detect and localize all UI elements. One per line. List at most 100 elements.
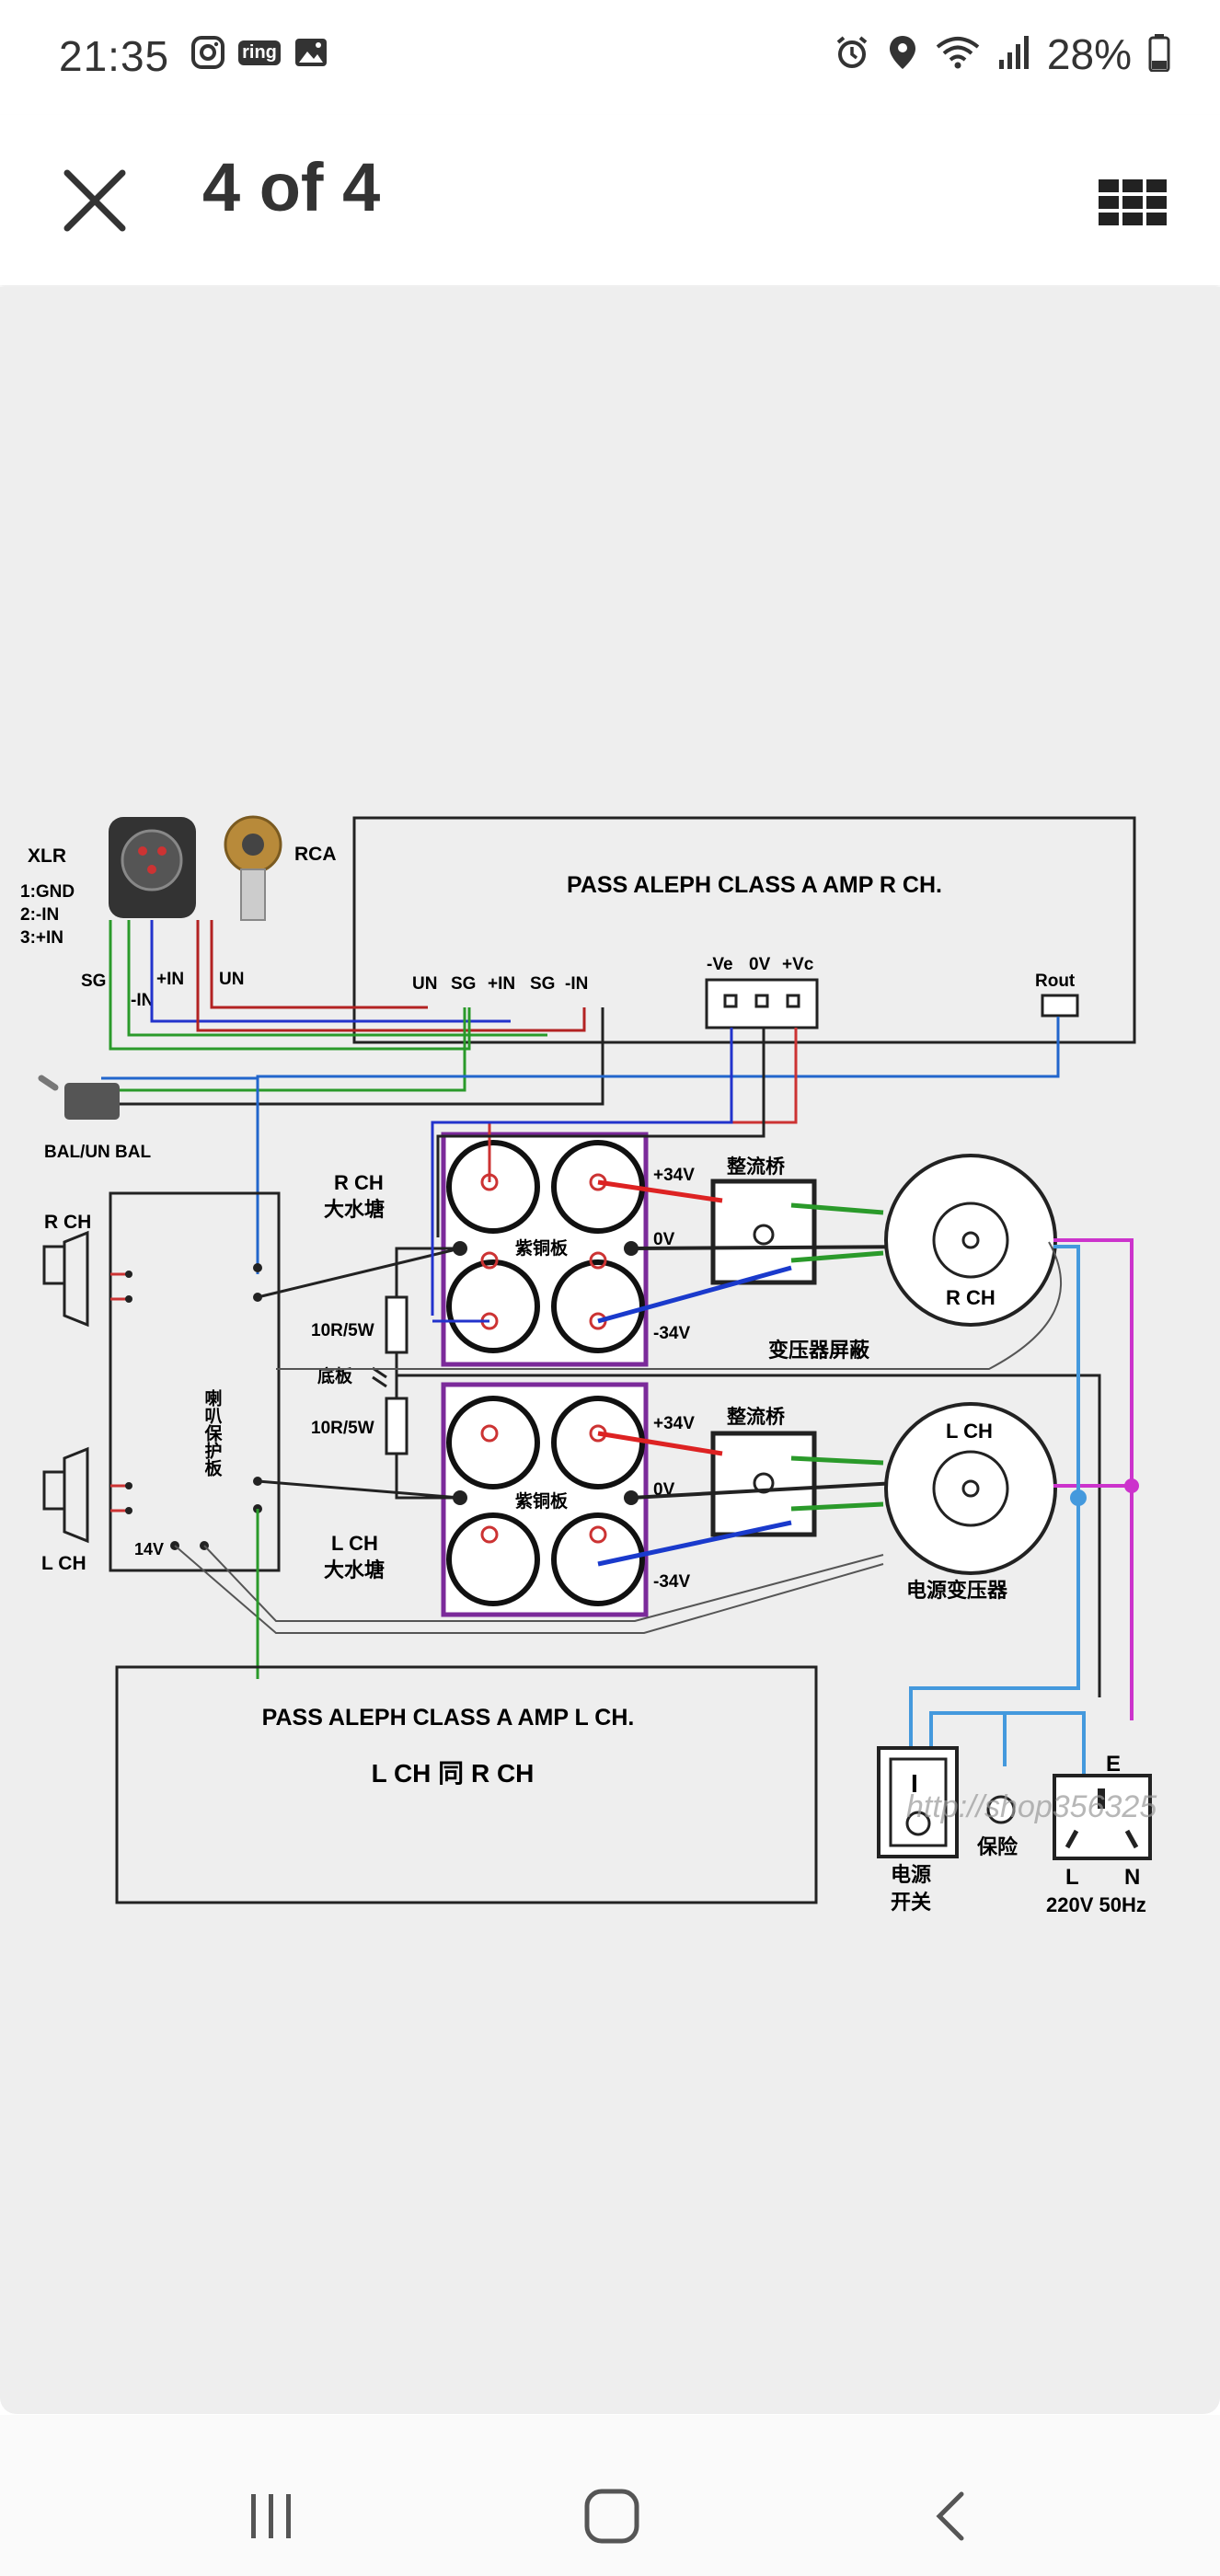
wifi-icon bbox=[935, 34, 981, 75]
l-copper-plate: 紫铜板 bbox=[515, 1490, 569, 1512]
l-cap-label-2: 大水塘 bbox=[324, 1558, 385, 1581]
navigation-bar bbox=[0, 2415, 1220, 2576]
plus-in-label: +IN bbox=[156, 970, 184, 989]
term-ve: -Ve bbox=[707, 955, 733, 974]
speaker-l-icon bbox=[42, 1446, 89, 1544]
amp-r-title: PASS ALEPH CLASS A AMP R CH. bbox=[567, 872, 942, 898]
xlr-connector-icon bbox=[109, 817, 196, 918]
svg-text:I: I bbox=[911, 1769, 918, 1798]
status-time: 21:35 bbox=[59, 32, 170, 80]
term-un: UN bbox=[412, 974, 437, 994]
recents-icon bbox=[251, 2494, 291, 2538]
speaker-l-label: L CH bbox=[41, 1553, 86, 1574]
fuse-label: 保险 bbox=[976, 1835, 1019, 1858]
xlr-pin-1: 1:GND bbox=[20, 882, 75, 902]
amp-l-title: PASS ALEPH CLASS A AMP L CH. bbox=[262, 1705, 635, 1731]
live-label: L bbox=[1065, 1865, 1079, 1890]
l-rectifier bbox=[710, 1431, 817, 1537]
resistor-1-label: 10R/5W bbox=[311, 1321, 374, 1340]
battery-icon bbox=[1148, 33, 1170, 76]
term-vc: +Vc bbox=[782, 955, 814, 974]
fuse bbox=[986, 1795, 1016, 1824]
page-title: 4 of 4 bbox=[202, 149, 381, 225]
ring-icon: ring bbox=[238, 33, 281, 72]
xlr-label: XLR bbox=[28, 845, 66, 867]
resistor-2-label: 10R/5W bbox=[311, 1419, 374, 1438]
grid-view-icon bbox=[1099, 179, 1167, 225]
ring-label: ring bbox=[238, 40, 281, 65]
instagram-icon bbox=[189, 33, 227, 72]
recents-button[interactable] bbox=[221, 2466, 322, 2567]
l-v-plus34: +34V bbox=[653, 1414, 695, 1433]
transformer-r-label: R CH bbox=[946, 1286, 996, 1309]
speaker-r-icon bbox=[42, 1230, 89, 1328]
speaker-r-label: R CH bbox=[44, 1212, 91, 1233]
term-plus-in: +IN bbox=[488, 974, 515, 994]
grid-view-button[interactable] bbox=[1091, 161, 1174, 244]
l-cap-label-1: L CH bbox=[331, 1532, 378, 1555]
app-bar: 4 of 4 bbox=[0, 115, 1220, 285]
gallery-icon bbox=[292, 33, 330, 72]
r-v-plus34: +34V bbox=[653, 1166, 695, 1185]
amp-r-box bbox=[352, 816, 1136, 1044]
watermark: http://shop356325 bbox=[906, 1789, 1157, 1824]
protect-board-label: 喇叭保护板 bbox=[202, 1389, 224, 1478]
chassis-label: 底板 bbox=[317, 1365, 353, 1386]
term-sg-1: SG bbox=[451, 974, 476, 994]
minus-in-label: -IN bbox=[131, 991, 154, 1010]
rout-label: Rout bbox=[1035, 972, 1076, 991]
status-left-icons: ring bbox=[189, 33, 330, 72]
status-bar: 21:35 ring 28% bbox=[0, 0, 1220, 115]
power-transformer-label: 电源变压器 bbox=[906, 1579, 1008, 1602]
resistor-1 bbox=[385, 1295, 409, 1354]
back-icon bbox=[936, 2491, 964, 2541]
location-icon bbox=[887, 34, 918, 75]
resistor-2 bbox=[385, 1397, 409, 1455]
power-switch-label-1: 电源 bbox=[891, 1863, 931, 1886]
home-icon bbox=[584, 2489, 639, 2544]
sg-label: SG bbox=[81, 972, 106, 991]
home-button[interactable] bbox=[561, 2466, 662, 2567]
close-button[interactable] bbox=[53, 159, 136, 242]
transformer-l bbox=[884, 1402, 1057, 1575]
power-terminal-block bbox=[705, 978, 819, 1029]
amp-l-sub: L CH 同 R CH bbox=[372, 1759, 535, 1788]
r-v-0: 0V bbox=[653, 1230, 675, 1249]
amplifier-wiring-diagram: PASS ALEPH CLASS A AMP R CH. XLR 1:GND 2… bbox=[20, 815, 1157, 1916]
term-minus-in: -IN bbox=[565, 974, 588, 994]
neutral-label: N bbox=[1124, 1865, 1140, 1890]
r-cap-label-1: R CH bbox=[334, 1171, 384, 1194]
alarm-icon bbox=[834, 34, 870, 75]
term-0v: 0V bbox=[749, 955, 771, 974]
r-rectifier bbox=[710, 1179, 817, 1285]
signal-icon bbox=[997, 34, 1030, 75]
close-icon bbox=[63, 169, 126, 232]
mains-label: 220V 50Hz bbox=[1046, 1893, 1146, 1916]
transformer-shield-label: 变压器屏蔽 bbox=[768, 1339, 870, 1362]
un-label: UN bbox=[219, 970, 244, 989]
l-rectifier-label: 整流桥 bbox=[727, 1406, 786, 1428]
xlr-pin-2: 2:-IN bbox=[20, 905, 59, 925]
r-copper-plate: 紫铜板 bbox=[515, 1237, 569, 1259]
battery-percentage: 28% bbox=[1046, 30, 1132, 78]
transformer-l-label: L CH bbox=[946, 1420, 993, 1443]
rca-label: RCA bbox=[294, 844, 337, 865]
amp-l-box bbox=[115, 1665, 818, 1904]
power-switch-label-2: 开关 bbox=[891, 1891, 931, 1914]
r-v-minus34: -34V bbox=[653, 1324, 690, 1343]
earth-label: E bbox=[1106, 1752, 1121, 1777]
protect-board bbox=[109, 1191, 281, 1572]
protect-14v: 14V bbox=[134, 1540, 164, 1558]
r-cap-label-2: 大水塘 bbox=[324, 1198, 385, 1221]
r-rectifier-label: 整流桥 bbox=[727, 1156, 786, 1178]
bal-label: BAL/UN BAL bbox=[44, 1143, 151, 1162]
l-v-minus34: -34V bbox=[653, 1572, 690, 1592]
rout-terminal bbox=[1041, 994, 1079, 1018]
term-sg-2: SG bbox=[530, 974, 555, 994]
rca-connector-icon bbox=[224, 815, 282, 921]
xlr-pin-3: 3:+IN bbox=[20, 928, 63, 948]
bal-switch-icon bbox=[38, 1075, 120, 1120]
image-viewer[interactable]: PASS ALEPH CLASS A AMP R CH. XLR 1:GND 2… bbox=[0, 287, 1220, 2414]
back-button[interactable] bbox=[902, 2466, 1003, 2567]
status-right: 28% bbox=[834, 29, 1170, 79]
